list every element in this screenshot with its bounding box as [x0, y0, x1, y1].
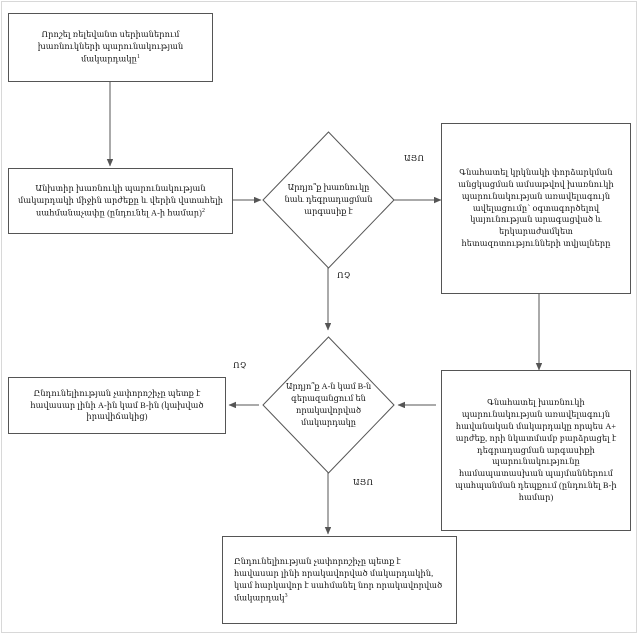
node-identify-mean-and-upper-limit: Անխտիր խառնուկի պարունակության մակարդակի… — [8, 168, 233, 234]
footnote-marker-2: 2 — [201, 207, 205, 214]
decision-diamond-shape-1 — [262, 131, 395, 269]
node-acceptance-criterion-qualified-level-label: Ընդունելիության չափորոշիչը պետք է հավասա… — [234, 556, 443, 603]
decision-is-impurity-degradation-product: Արդյո՞ք խառնուկը նաև դեգրադացման արգասիք… — [261, 130, 396, 270]
node-determine-impurity-level: Որոշել ռելեվանտ սերիաներում խառնուկների … — [8, 13, 213, 82]
node-acceptance-criterion-a-or-b: Ընդունելիության չափորոշիչը պետք է հավասա… — [8, 377, 226, 434]
footnote-marker-3: 3 — [284, 592, 288, 599]
edge-label-no-degradation: ՈՉ — [337, 271, 351, 280]
decision-does-a-or-b-exceed-qualified-level: Արդյո՞ք A-ն կամ B-ն գերազանցում են որակա… — [261, 335, 396, 475]
node-estimate-max-probable-level-b-label: Գնահատել խառնուկի պարունակության առավելա… — [455, 397, 617, 503]
node-estimate-max-probable-level-b: Գնահատել խառնուկի պարունակության առավելա… — [441, 370, 631, 531]
decision-diamond-shape-2 — [262, 336, 395, 474]
node-estimate-max-increase-at-retest-date: Գնահատել կրկնակի փորձարկման անցկացման ամ… — [441, 123, 631, 294]
node-identify-mean-and-upper-limit-label: Անխտիր խառնուկի պարունակության մակարդակի… — [18, 183, 223, 218]
node-acceptance-criterion-qualified-level: Ընդունելիության չափորոշիչը պետք է հավասա… — [222, 536, 457, 624]
node-estimate-max-increase-at-retest-date-label: Գնահատել կրկնակի փորձարկման անցկացման ամ… — [458, 167, 614, 249]
footnote-marker-1: 1 — [136, 54, 140, 61]
edge-label-yes-degradation: ԱՅՈ — [404, 154, 425, 163]
node-acceptance-criterion-a-or-b-label: Ընդունելիության չափորոշիչը պետք է հավասա… — [30, 388, 204, 422]
node-determine-impurity-level-label: Որոշել ռելեվանտ սերիաներում խառնուկների … — [37, 30, 184, 64]
edge-label-no-exceed: ՈՉ — [233, 361, 247, 370]
edge-label-yes-exceed: ԱՅՈ — [353, 478, 374, 487]
